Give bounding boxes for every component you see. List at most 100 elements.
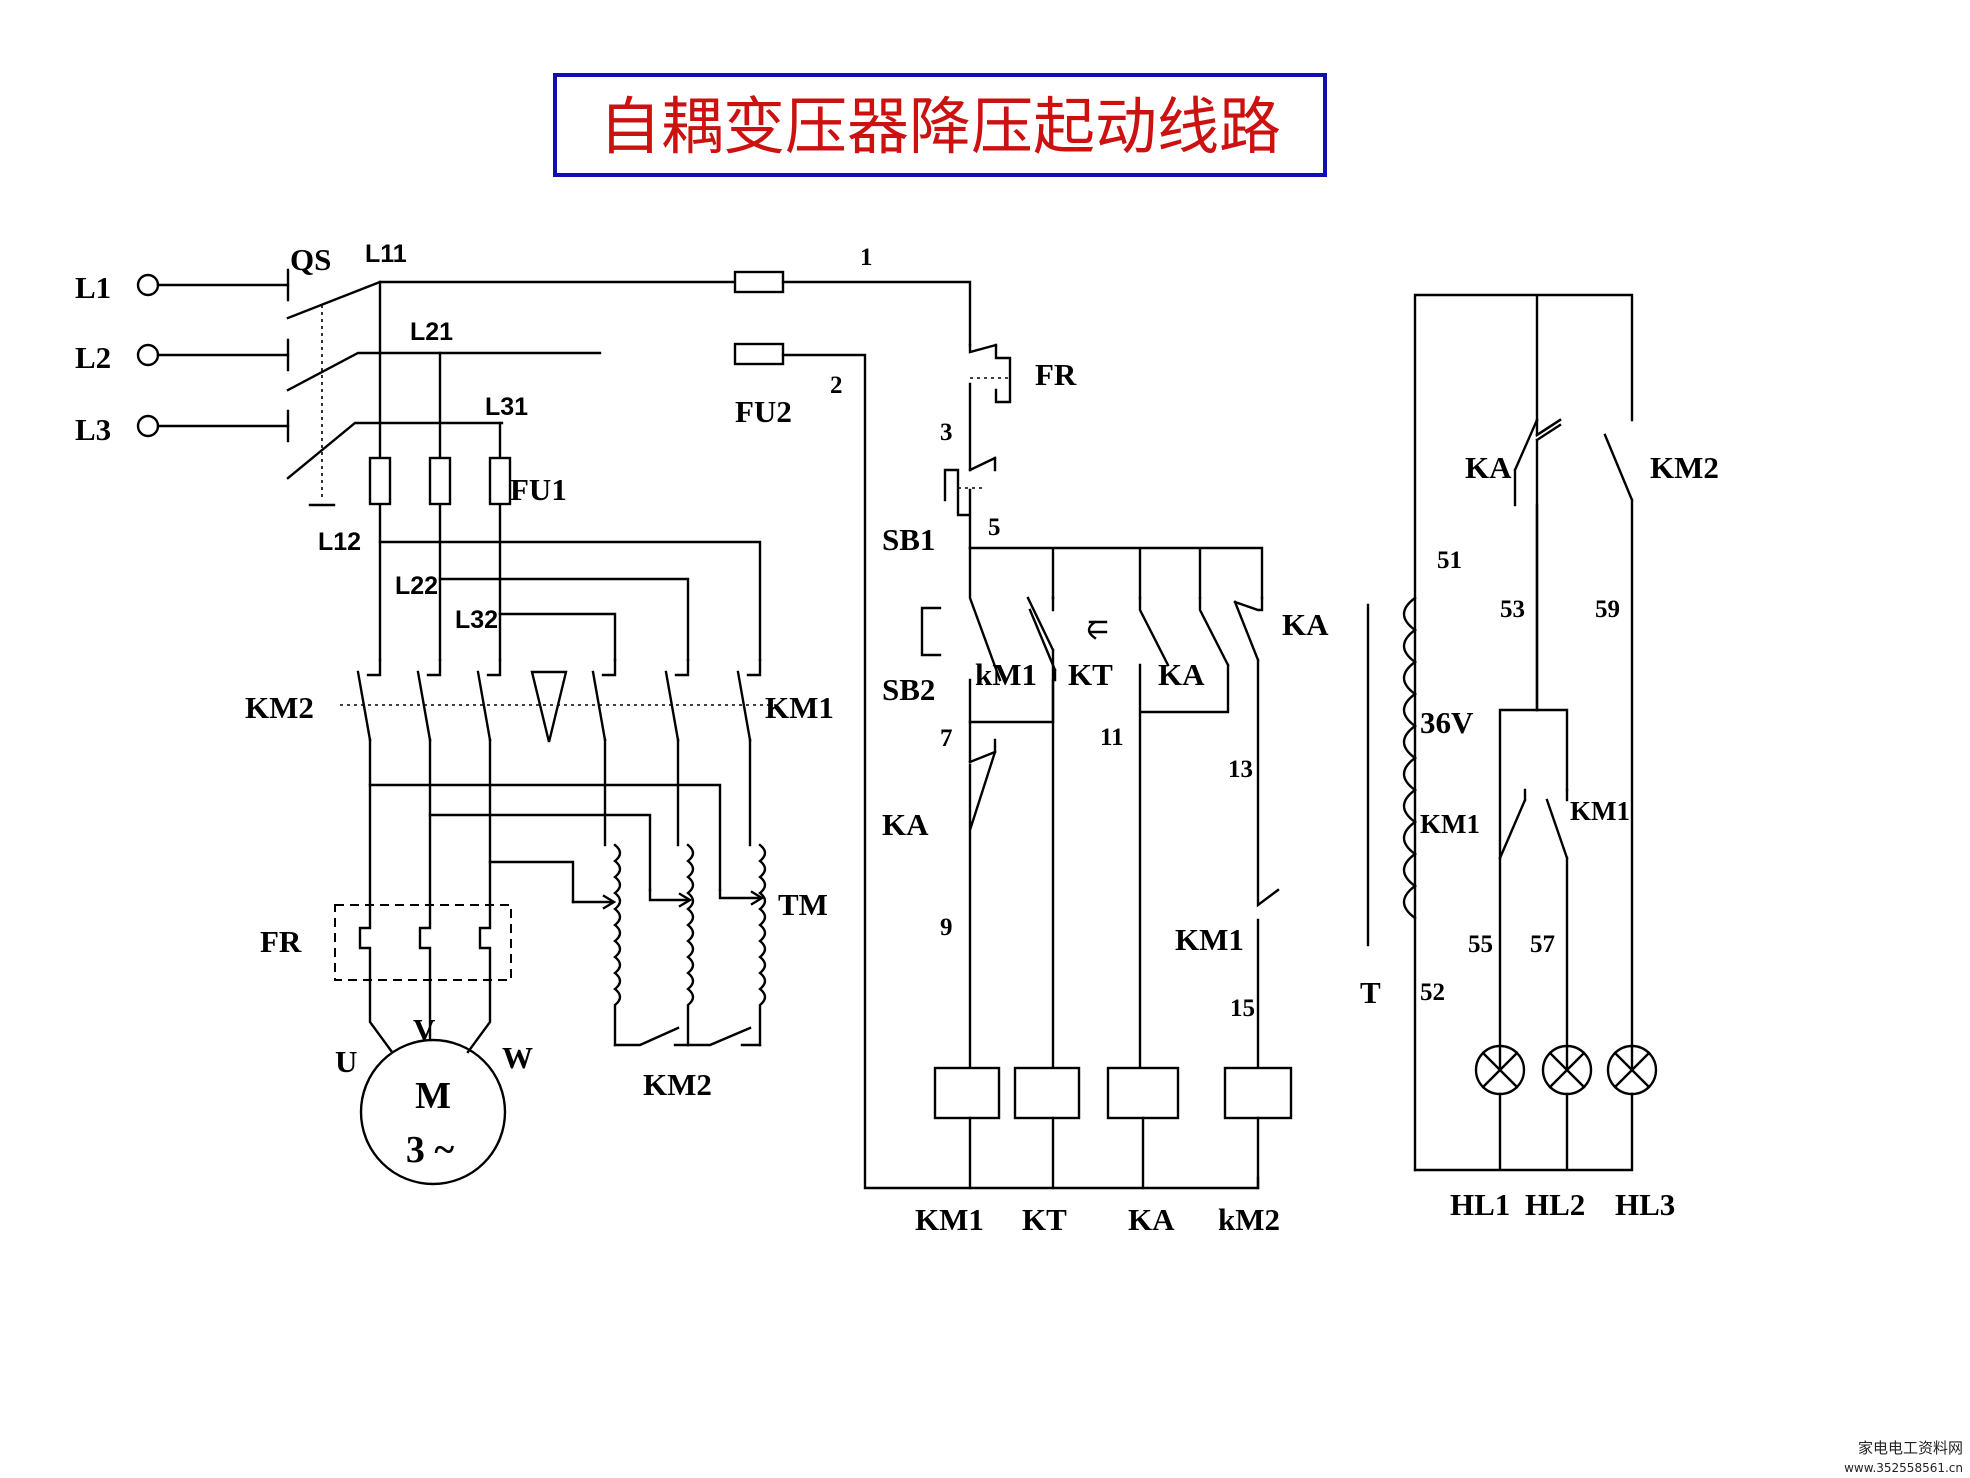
label-km2-star: KM2 [643,1067,712,1102]
ka-nc-contact [968,738,997,1082]
label-fr-main: FR [260,924,302,959]
coil-return-wires [968,1116,1260,1190]
motor-label: M [415,1075,451,1117]
tm-feed-wires [603,738,752,847]
indicator-bottom-bus [1413,1092,1634,1172]
ka-km1-branch [1233,596,1280,1072]
label-ka-nc: KA [882,807,929,842]
km1-indicator-nc [1498,708,1569,860]
label-km1-main: KM1 [765,690,834,725]
label-fu2: FU2 [735,394,792,429]
tm-tap-arrows [571,888,762,904]
label-v: V [413,1012,436,1047]
km1-main-contacts [591,658,762,742]
label-l22: L22 [395,572,438,600]
terminal-l3-icon [136,414,160,438]
wire-3: 3 [940,419,953,446]
wire-1: 1 [860,244,873,271]
coil-km1 [933,1066,1001,1120]
kt-timer-icon [1087,620,1108,640]
motor-feed-wires [368,738,492,907]
fu2-fuse-b [733,342,785,366]
wire-5: 5 [988,514,1001,541]
label-coil-ka: KA [1128,1202,1175,1237]
label-km2-indicator: KM2 [1650,450,1719,485]
sb2-button-icon [920,606,942,657]
control-supply-wires [781,280,1260,1190]
coil-km2 [1223,1066,1293,1120]
label-coil-kt: KT [1022,1202,1067,1237]
motor-icon [359,1038,507,1186]
label-l32: L32 [455,606,498,634]
wire-59: 59 [1595,596,1620,623]
tm-coil-c [758,843,767,1047]
label-hl3: HL3 [1615,1187,1675,1222]
lamp-hl2-cross [1548,1051,1586,1089]
wire-13: 13 [1228,756,1253,783]
label-hl1: HL1 [1450,1187,1510,1222]
label-36v: 36V [1420,705,1474,740]
wire-2: 2 [830,372,843,399]
watermark: 家电电工资料网 www.352558561.cn [1844,1439,1963,1475]
coil-kt [1013,1066,1081,1120]
label-km1-indicator-a: KM1 [1420,809,1480,839]
label-sb2: SB2 [882,672,935,707]
indicator-circuit: KA KM2 51 53 59 36V KM1 KM1 55 57 T 52 H… [1360,293,1719,1222]
fr-thermal-elements [358,903,492,982]
label-ka-contact-13: KA [1282,607,1329,642]
title-frame [553,73,1327,177]
main-circuit: M 3 ~ L1 L2 L3 QS L11 L21 L31 FU1 L12 L2… [75,240,834,1186]
label-t: T [1360,975,1381,1010]
label-l2: L2 [75,340,111,375]
km1-indicator-no [1545,788,1569,1072]
label-km1-nc: KM1 [1175,922,1244,957]
transformer-coil [1402,596,1418,920]
label-sb1: SB1 [882,522,935,557]
qs-switch-blades [286,280,775,480]
km2-star-contacts [613,1026,762,1047]
label-qs: QS [290,242,331,277]
label-l31: L31 [485,393,528,421]
label-l3: L3 [75,412,111,447]
label-u: U [335,1044,357,1079]
tm-tap-wires [368,783,722,904]
label-l12: L12 [318,528,361,556]
control-bus-5 [968,546,1264,600]
coil-ka [1106,1066,1180,1120]
km2-indicator-contact [1603,433,1634,1072]
fu1-fuse-b [428,456,452,506]
km2-main-contacts [356,658,502,742]
page-title: 自耦变压器降压起动线路 [599,90,1281,163]
motor-terminal-wires [368,978,492,1054]
ka-contact-blade-2 [1513,418,1539,507]
wire-53: 53 [1500,596,1525,623]
label-coil-km1: KM1 [915,1202,984,1237]
wire-55: 55 [1468,931,1493,958]
label-coil-km2: kM2 [1218,1202,1280,1237]
motor-type-label: 3 ~ [406,1129,455,1171]
label-kt-contact: KT [1068,657,1113,692]
label-w: W [502,1040,533,1075]
label-fr-contact: FR [1035,357,1077,392]
wire-9: 9 [940,914,953,941]
ka-contact-blade [1535,418,1562,437]
ka-indicator-contact [1535,418,1562,712]
ka-branch-11 [1138,596,1230,1070]
lamp-hl3-cross [1613,1051,1651,1089]
wire-15: 15 [1230,995,1255,1022]
label-hl2: HL2 [1525,1187,1585,1222]
sb1-stop-button [943,456,997,550]
label-tm: TM [778,887,828,922]
wire-51: 51 [1437,547,1462,574]
kt-contact [1028,608,1057,682]
title-block: 自耦变压器降压起动线路 [553,73,1327,177]
fr-nc-contact [968,343,1012,472]
control-circuit: FU2 1 2 3 5 7 9 11 13 15 FR SB1 SB2 kM1 … [733,244,1329,1237]
lamp-hl1-cross [1481,1051,1519,1089]
tm-coil-a [613,843,622,1047]
label-l1: L1 [75,270,111,305]
sb2-contact [968,546,1002,764]
fu1-fuse-c [488,456,512,506]
km1-feed-wires [378,540,762,662]
